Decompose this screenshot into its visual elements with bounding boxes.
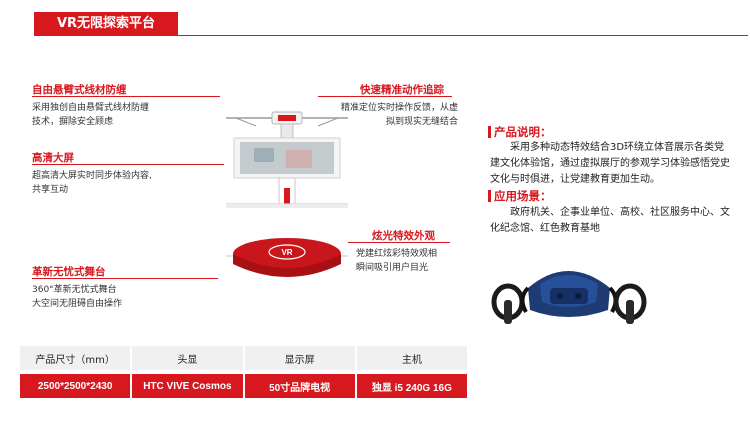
feature-tracking-desc: 精准定位实时操作反馈，从虚 拟到现实无缝结合 [340,103,458,127]
feature-tracking-line [318,96,452,97]
spec-header-headset: 头显 [130,346,242,370]
spec-header-display: 显示屏 [242,346,355,370]
feature-arm-line [32,96,220,97]
feature-lighting-desc: 党建红炫彩特效观相 瞬间吸引用户目光 [356,249,438,273]
spec-header-host: 主机 [354,346,467,370]
vr-platform-illustration: VR [226,111,348,277]
spec-header-size: 产品尺寸（mm） [35,354,115,366]
spec-table: 产品尺寸（mm） 头显 显示屏 主机 2500*2500*2430 HTC VI… [20,346,467,398]
floor-vr-logo: VR [281,248,292,257]
title-divider [178,35,748,36]
feature-screen-line [32,164,224,165]
vr-headset-illustration [491,271,647,324]
spec-header-row: 产品尺寸（mm） 头显 显示屏 主机 [20,346,467,370]
application-scene-title: 应用场景： [494,189,552,203]
scene-title-marker [488,190,491,202]
feature-screen-desc: 超高清大屏实时同步体验内容, 共享互动 [32,171,152,195]
spec-value-headset: HTC VIVE Cosmos [130,374,242,398]
spec-value-size: 2500*2500*2430 [37,380,113,392]
page-title: VR无限探索平台 [34,12,178,36]
spec-value-row: 2500*2500*2430 HTC VIVE Cosmos 50寸品牌电视 独… [20,374,467,398]
spec-value-display: 50寸品牌电视 [242,374,355,398]
feature-arm-desc: 采用独创自由悬臂式线材防缠 技术，摒除安全顾虑 [32,103,150,127]
feature-tracking-title: 快速精准动作追踪 [360,84,444,96]
feature-lighting-title: 炫光特效外观 [372,230,435,242]
spec-value-host: 独显 i5 240G 16G [354,374,467,398]
feature-stage-line [32,278,218,279]
product-desc-text: 采用多种动态特效结合3D环绕立体音展示各类党建文化体验馆，通过虚拟展厅的参观学习… [490,142,730,185]
product-desc-title: 产品说明： [494,125,552,139]
feature-stage-desc: 360°革新无忧式舞台 大空间无阻碍自由操作 [32,285,123,309]
feature-lighting-line [340,242,450,243]
feature-screen-title: 高清大屏 [32,152,74,164]
feature-stage-title: 革新无忧式舞台 [32,266,106,278]
application-scene-text: 政府机关、企事业单位、高校、社区服务中心、文化纪念馆、红色教育基地 [490,207,730,234]
desc-title-marker [488,126,491,138]
feature-arm-title: 自由悬臂式线材防缠 [32,84,127,96]
